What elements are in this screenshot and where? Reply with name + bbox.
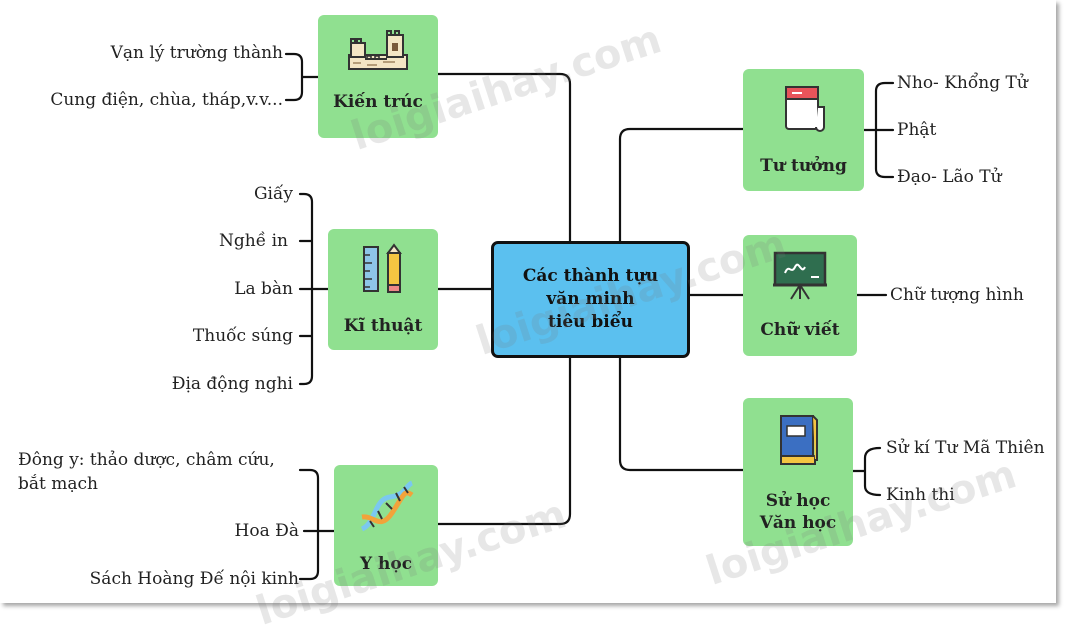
branch-label: Sử học Văn học <box>759 491 837 533</box>
branch-su-hoc: Sử học Văn học <box>743 398 853 546</box>
branch-label: Chữ viết <box>760 320 840 340</box>
ruler-pencil-icon <box>358 243 408 299</box>
branch-tu-tuong: Tư tưởng <box>743 69 864 191</box>
central-topic: Các thành tựu văn minh tiêu biểu <box>491 241 690 358</box>
link-tu-tuong <box>618 127 745 243</box>
branch-label: Kĩ thuật <box>343 316 423 336</box>
leaf-phat: Phật <box>897 120 937 140</box>
leaf-kinh-thi: Kinh thi <box>886 485 955 505</box>
bracket-su-hoc <box>851 446 882 497</box>
connector-lines <box>284 52 895 581</box>
leaf-hoang-de-noi-kinh: Sách Hoàng Đế nội kinh <box>89 569 299 589</box>
bracket-kien-truc <box>284 52 320 102</box>
branch-kien-truc: Kiến trúc <box>318 15 438 138</box>
branch-y-hoc: Y học <box>334 465 438 586</box>
leaf-giay: Giấy <box>253 184 293 204</box>
link-y-hoc <box>436 356 572 526</box>
leaf-cung-dien: Cung điện, chùa, tháp,v.v... <box>50 90 283 110</box>
leaf-la-ban: La bàn <box>234 279 293 299</box>
bracket-y-hoc <box>298 468 336 581</box>
chalkboard-icon <box>771 249 829 305</box>
leaf-van-ly-truong-thanh: Vạn lý trường thành <box>110 43 283 63</box>
branch-chu-viet: Chữ viết <box>743 235 857 356</box>
leaf-chu-tuong-hinh: Chữ tượng hình <box>890 285 1024 305</box>
central-topic-text: Các thành tựu văn minh tiêu biểu <box>522 266 659 332</box>
link-kien-truc <box>436 72 572 243</box>
leaf-dong-y: Đông y: thảo dược, châm cứu, bắt mạch <box>18 450 275 494</box>
leaf-hoa-da: Hoa Đà <box>234 521 299 541</box>
scroll-icon <box>778 83 830 139</box>
leaf-nghe-in: Nghề in <box>219 231 288 251</box>
branch-label: Tư tưởng <box>760 156 847 176</box>
dna-icon <box>356 479 416 539</box>
branch-ki-thuat: Kĩ thuật <box>328 229 438 350</box>
great-wall-icon <box>347 29 409 77</box>
leaf-dia-dong-nghi: Địa động nghi <box>171 374 293 394</box>
bracket-ki-thuat <box>298 192 330 386</box>
leaf-su-ki: Sử kí Tư Mã Thiên <box>886 438 1045 458</box>
book-icon <box>773 412 823 470</box>
leaf-dao-lao-tu: Đạo- Lão Tử <box>897 167 1002 187</box>
bracket-tu-tuong <box>862 81 895 179</box>
branch-label: Kiến trúc <box>333 92 423 112</box>
link-su-hoc <box>618 356 745 472</box>
branch-label: Y học <box>359 554 413 574</box>
leaf-thuoc-sung: Thuốc súng <box>192 326 293 346</box>
leaf-nho-khong-tu: Nho- Khổng Tử <box>897 73 1028 93</box>
